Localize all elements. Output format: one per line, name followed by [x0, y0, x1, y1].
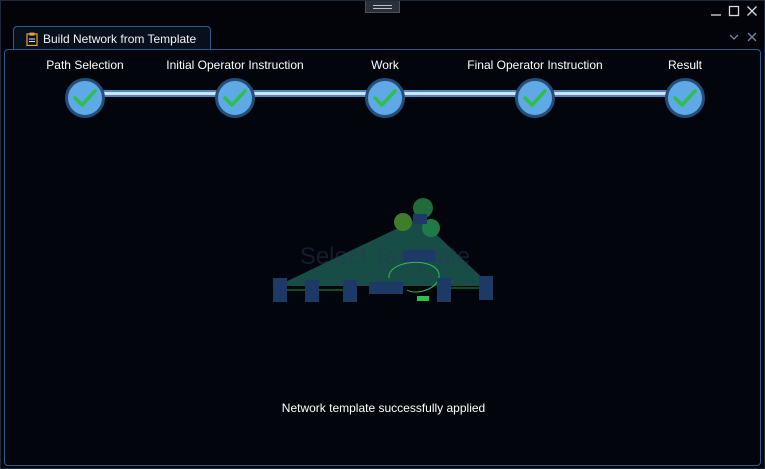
step-label: Work — [371, 58, 399, 72]
step-label: Initial Operator Instruction — [166, 58, 304, 72]
minimize-icon[interactable] — [710, 5, 722, 17]
tab-build-network[interactable]: Build Network from Template — [13, 26, 211, 50]
step-circle — [65, 78, 105, 118]
chevron-down-icon[interactable] — [728, 31, 740, 43]
checkmark-icon — [73, 89, 97, 107]
tab-title: Build Network from Template — [43, 31, 197, 46]
clipboard-icon — [26, 32, 38, 46]
checkmark-icon — [223, 89, 247, 107]
step-circle — [215, 78, 255, 118]
step-progress: Path Selection Initial Operator Instruct… — [5, 50, 762, 130]
wizard-panel: Path Selection Initial Operator Instruct… — [4, 49, 761, 466]
step-circle — [665, 78, 705, 118]
maximize-icon[interactable] — [728, 5, 740, 17]
step-label: Final Operator Instruction — [467, 58, 603, 72]
close-icon[interactable] — [746, 5, 758, 17]
drag-handle[interactable] — [365, 1, 400, 13]
checkmark-icon — [373, 89, 397, 107]
window-controls — [710, 5, 758, 17]
step-final-operator-instruction[interactable]: Final Operator Instruction — [450, 50, 620, 118]
checkmark-icon — [523, 89, 547, 107]
status-message: Network template successfully applied — [281, 401, 486, 415]
tab-controls — [728, 31, 758, 43]
step-circle — [515, 78, 555, 118]
close-tab-icon[interactable] — [746, 31, 758, 43]
step-work[interactable]: Work — [300, 50, 470, 118]
step-label: Result — [667, 58, 702, 72]
step-initial-operator-instruction[interactable]: Initial Operator Instruction — [150, 50, 320, 118]
preview-watermark: Select Template — [300, 243, 470, 270]
step-result[interactable]: Result — [600, 50, 765, 118]
step-label: Path Selection — [46, 58, 124, 72]
checkmark-icon — [673, 89, 697, 107]
network-template-preview: Select Template — [273, 198, 493, 302]
step-circle — [365, 78, 405, 118]
step-path-selection[interactable]: Path Selection — [0, 50, 170, 118]
